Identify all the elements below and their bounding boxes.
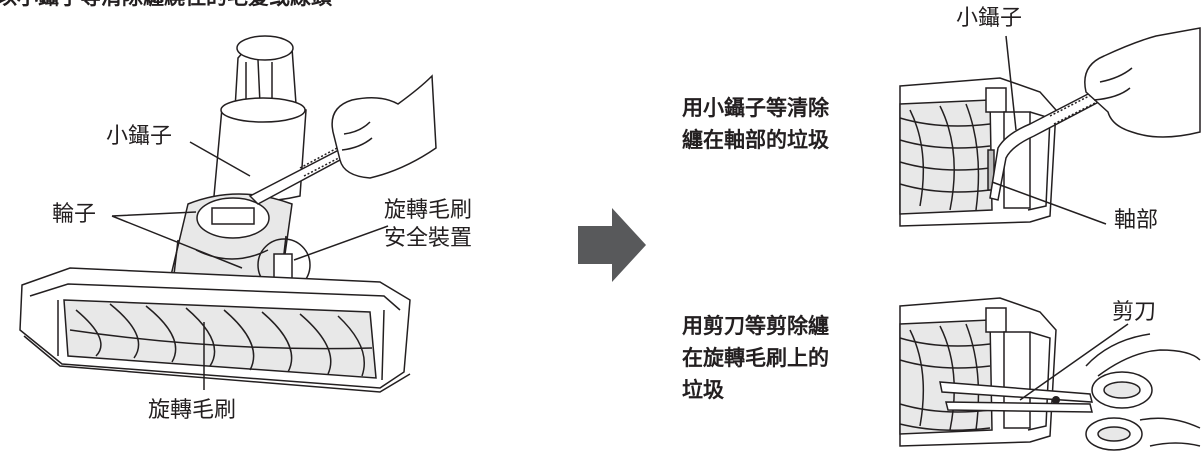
left-label-brush: 旋轉毛刷 bbox=[148, 398, 237, 423]
step1-brush-head bbox=[899, 77, 1057, 227]
left-label-safety-2: 安全裝置 bbox=[384, 226, 473, 251]
step2-text-line1: 用剪刀等剪除纏 bbox=[682, 314, 829, 338]
leader-step1-shaft bbox=[991, 181, 1107, 225]
leader-wheels bbox=[111, 211, 243, 269]
step1-label-shaft: 軸部 bbox=[1114, 208, 1159, 233]
step2-hand bbox=[1085, 333, 1201, 447]
step1-text-line2: 纏在軸部的垃圾 bbox=[682, 128, 829, 152]
leader-safety bbox=[293, 225, 389, 261]
hand bbox=[331, 74, 437, 179]
vacuum-pipe bbox=[213, 35, 307, 202]
leader-step1-tweezers bbox=[1005, 35, 1017, 131]
step2-text-line2: 在旋轉毛刷上的 bbox=[682, 346, 829, 370]
step1-text-line1: 用小鑷子等清除 bbox=[682, 96, 829, 120]
nozzle-neck bbox=[167, 193, 293, 299]
brush-head bbox=[19, 267, 411, 393]
leader-tweezers bbox=[189, 141, 251, 177]
step2-text-line3: 垃圾 bbox=[682, 378, 724, 402]
left-label-wheels: 輪子 bbox=[52, 202, 97, 227]
top-caption: 以小鑷子等清除纏繞住的毛髮或線頭 bbox=[0, 0, 332, 10]
left-label-safety-1: 旋轉毛刷 bbox=[384, 198, 473, 223]
step1-hand bbox=[1084, 27, 1201, 138]
left-label-tweezers: 小鑷子 bbox=[106, 124, 173, 149]
step2-label-scissors: 剪刀 bbox=[1112, 300, 1157, 325]
scissors-icon bbox=[939, 371, 1153, 451]
leader-step2-scissors bbox=[1019, 323, 1129, 401]
step1-label-tweezers: 小鑷子 bbox=[956, 6, 1023, 31]
step2-brush-head bbox=[899, 297, 1057, 447]
